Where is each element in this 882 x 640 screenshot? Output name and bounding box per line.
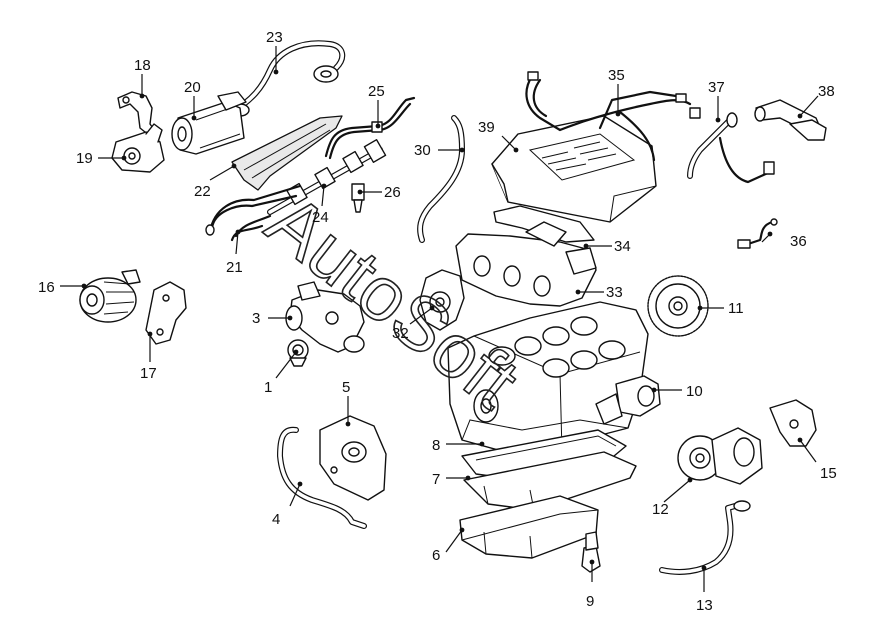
part-12-turbocharger bbox=[677, 427, 763, 485]
callout-38: 38 bbox=[818, 83, 835, 100]
part-10-pump bbox=[595, 375, 661, 425]
part-39-engine-cover bbox=[491, 115, 657, 223]
callout-23: 23 bbox=[266, 29, 283, 46]
part-38-elbow-hose bbox=[754, 99, 827, 141]
part-30-dipstick-tube bbox=[417, 115, 465, 243]
callout-33: 33 bbox=[606, 284, 623, 301]
part-3-thermostat-housing bbox=[285, 281, 365, 353]
callout-25: 25 bbox=[368, 83, 385, 100]
callout-34: 34 bbox=[614, 238, 631, 255]
callout-37: 37 bbox=[708, 79, 725, 96]
part-5-oil-pump bbox=[319, 415, 387, 501]
callout-12: 12 bbox=[652, 501, 669, 518]
part-23-egr-pipe bbox=[229, 40, 346, 117]
callout-26: 26 bbox=[384, 184, 401, 201]
engine-block bbox=[447, 301, 649, 457]
callout-22: 22 bbox=[194, 183, 211, 200]
callout-20: 20 bbox=[184, 79, 201, 96]
part-37-tube bbox=[687, 112, 775, 184]
callout-13: 13 bbox=[696, 597, 713, 614]
callout-1: 1 bbox=[264, 379, 272, 396]
callout-15: 15 bbox=[820, 465, 837, 482]
callout-24: 24 bbox=[312, 209, 329, 226]
callout-21: 21 bbox=[226, 259, 243, 276]
leader-dots bbox=[81, 69, 803, 571]
part-35-wiring-harness bbox=[525, 71, 701, 162]
callout-17: 17 bbox=[140, 365, 157, 382]
callout-39: 39 bbox=[478, 119, 495, 136]
callout-18: 18 bbox=[134, 57, 151, 74]
part-6-oil-sump bbox=[459, 495, 599, 559]
callout-19: 19 bbox=[76, 150, 93, 167]
callout-10: 10 bbox=[686, 383, 703, 400]
part-11-flywheel bbox=[647, 275, 709, 337]
part-16-alternator bbox=[79, 269, 141, 323]
part-20-egr-cooler bbox=[171, 91, 247, 155]
callout-8: 8 bbox=[432, 437, 440, 454]
part-13-oil-return-pipe bbox=[659, 500, 751, 575]
leader-lines bbox=[60, 46, 819, 592]
part-15-bracket bbox=[769, 399, 817, 447]
callout-6: 6 bbox=[432, 547, 440, 564]
callout-30: 30 bbox=[414, 142, 431, 159]
part-32-pump bbox=[419, 269, 465, 331]
callout-labels: 1 3 4 5 6 7 8 9 10 11 12 13 15 16 17 18 … bbox=[38, 29, 837, 614]
part-22-heat-shield bbox=[231, 115, 343, 191]
callout-9: 9 bbox=[586, 593, 594, 610]
callout-32: 32 bbox=[392, 325, 409, 342]
callout-3: 3 bbox=[252, 310, 260, 327]
part-9-drain-plug bbox=[581, 531, 601, 573]
callout-5: 5 bbox=[342, 379, 350, 396]
callout-36: 36 bbox=[790, 233, 807, 250]
part-36-sensor-wire bbox=[737, 218, 778, 249]
callout-4: 4 bbox=[272, 511, 280, 528]
callout-16: 16 bbox=[38, 279, 55, 296]
callout-11: 11 bbox=[728, 300, 744, 317]
part-7-upper-oil-pan bbox=[463, 451, 637, 511]
part-17-bracket bbox=[145, 281, 187, 345]
part-33-manifold bbox=[455, 221, 597, 307]
part-26-sensor bbox=[351, 183, 365, 213]
callout-35: 35 bbox=[608, 67, 625, 84]
part-24-fuel-rail bbox=[267, 139, 387, 215]
part-19-egr-valve bbox=[111, 123, 165, 173]
callout-7: 7 bbox=[432, 471, 440, 488]
part-4-oil-tube bbox=[277, 426, 367, 529]
